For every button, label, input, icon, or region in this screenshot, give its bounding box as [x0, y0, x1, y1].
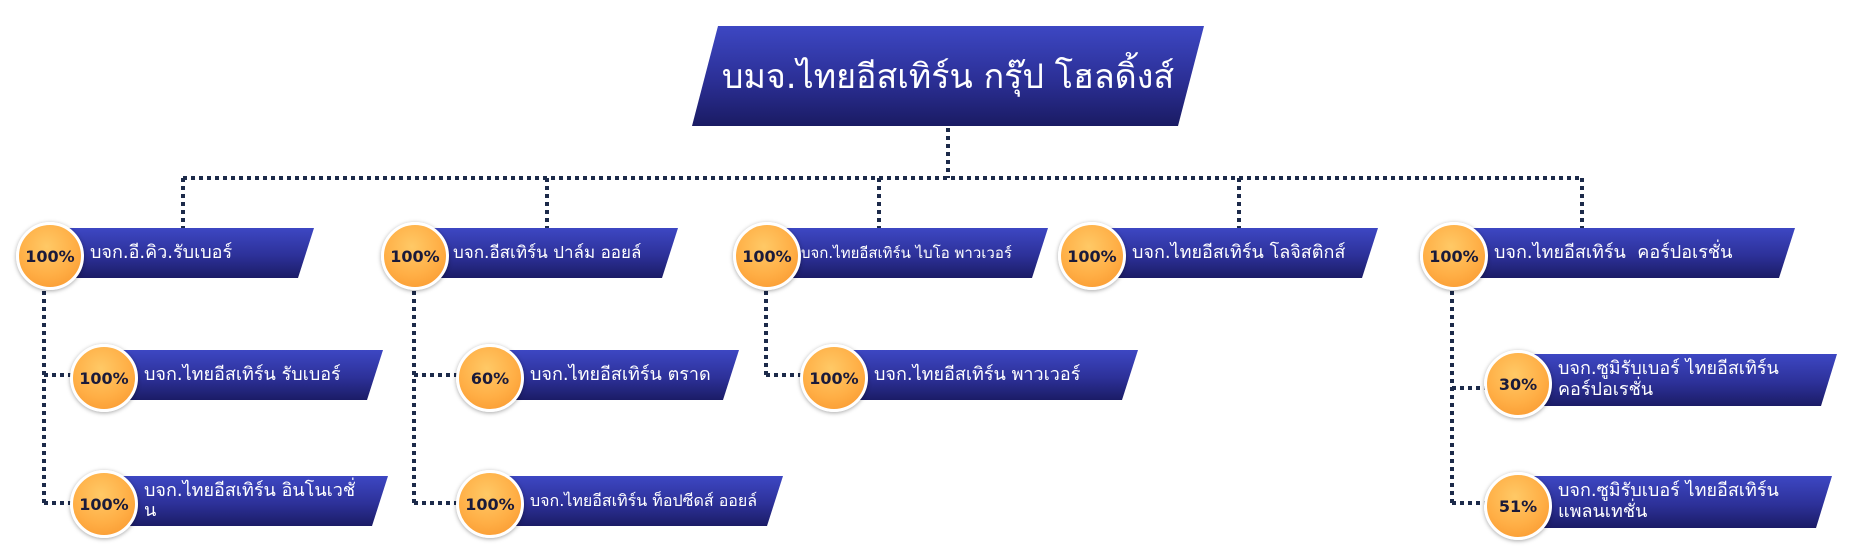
subsidiary-label: บจก.อี.คิว.รับเบอร์ [44, 228, 314, 278]
root-company-label: บมจ.ไทยอีสเทิร์น กรุ๊ป โฮลดิ้งส์ [721, 57, 1175, 97]
ownership-badge: 51% [1484, 472, 1552, 540]
subsidiary-label: บจก.ไทยอีสเทิร์น ไบโอ พาวเวอร์ [761, 228, 1048, 278]
subsidiary-label: บจก.อีสเทิร์น ปาล์ม ออยล์ [409, 228, 678, 278]
subsidiary-label: บจก.ไทยอีสเทิร์น คอร์ปอเรชั่น [1448, 228, 1795, 278]
subsidiary-label-line2: แพลนเทชั่น [1558, 501, 1648, 522]
root-company: บมจ.ไทยอีสเทิร์น กรุ๊ป โฮลดิ้งส์ [692, 26, 1204, 126]
ownership-badge: 100% [456, 470, 524, 538]
ownership-badge: 100% [733, 222, 801, 290]
subsidiary-eastern-palm-oil: 100% บจก.อีสเทิร์น ปาล์ม ออยล์ [381, 222, 678, 290]
subsidiary-label: บจก.ซูมิรับเบอร์ ไทยอีสเทิร์น คอร์ปอเรชั… [1512, 354, 1837, 406]
ownership-badge: 100% [381, 222, 449, 290]
subsidiary-sumi-rubber-corporation: 30% บจก.ซูมิรับเบอร์ ไทยอีสเทิร์น คอร์ปอ… [1484, 348, 1837, 418]
subsidiary-label-line1: บจก.ซูมิรับเบอร์ ไทยอีสเทิร์น [1558, 480, 1779, 502]
ownership-badge: 100% [16, 222, 84, 290]
subsidiary-label: บจก.ไทยอีสเทิร์น โลจิสติกส์ [1086, 228, 1378, 278]
ownership-badge: 30% [1484, 350, 1552, 418]
subsidiary-bio-power: 100% บจก.ไทยอีสเทิร์น ไบโอ พาวเวอร์ [733, 222, 1048, 290]
subsidiary-corporation: 100% บจก.ไทยอีสเทิร์น คอร์ปอเรชั่น [1420, 222, 1795, 290]
subsidiary-power: 100% บจก.ไทยอีสเทิร์น พาวเวอร์ [800, 344, 1138, 412]
subsidiary-label: บจก.ไทยอีสเทิร์น พาวเวอร์ [828, 350, 1138, 400]
subsidiary-thai-eastern-rubber: 100% บจก.ไทยอีสเทิร์น รับเบอร์ [70, 344, 383, 412]
subsidiary-sumi-rubber-plantation: 51% บจก.ซูมิรับเบอร์ ไทยอีสเทิร์น แพลนเท… [1484, 470, 1832, 540]
subsidiary-label: บจก.ไทยอีสเทิร์น อินโนเวชั่น [98, 476, 388, 526]
ownership-badge: 100% [1420, 222, 1488, 290]
ownership-badge: 100% [800, 344, 868, 412]
subsidiary-eq-rubber: 100% บจก.อี.คิว.รับเบอร์ [16, 222, 314, 290]
subsidiary-trat: 60% บจก.ไทยอีสเทิร์น ตราด [456, 344, 739, 412]
subsidiary-innovation: 100% บจก.ไทยอีสเทิร์น อินโนเวชั่น [70, 470, 388, 538]
subsidiary-label: บจก.ไทยอีสเทิร์น รับเบอร์ [98, 350, 383, 400]
subsidiary-label: บจก.ซูมิรับเบอร์ ไทยอีสเทิร์น แพลนเทชั่น [1512, 476, 1832, 528]
subsidiary-label-line2: คอร์ปอเรชั่น [1558, 379, 1654, 400]
subsidiary-label: บจก.ไทยอีสเทิร์น ตราด [484, 350, 739, 400]
subsidiary-logistics: 100% บจก.ไทยอีสเทิร์น โลจิสติกส์ [1058, 222, 1378, 290]
subsidiary-label: บจก.ไทยอีสเทิร์น ท็อปซีดส์ ออยล์ [484, 476, 783, 526]
ownership-badge: 100% [70, 344, 138, 412]
ownership-badge: 100% [70, 470, 138, 538]
subsidiary-top-seeds-oil: 100% บจก.ไทยอีสเทิร์น ท็อปซีดส์ ออยล์ [456, 470, 783, 538]
ownership-badge: 60% [456, 344, 524, 412]
ownership-badge: 100% [1058, 222, 1126, 290]
subsidiary-label-line1: บจก.ซูมิรับเบอร์ ไทยอีสเทิร์น [1558, 358, 1779, 380]
